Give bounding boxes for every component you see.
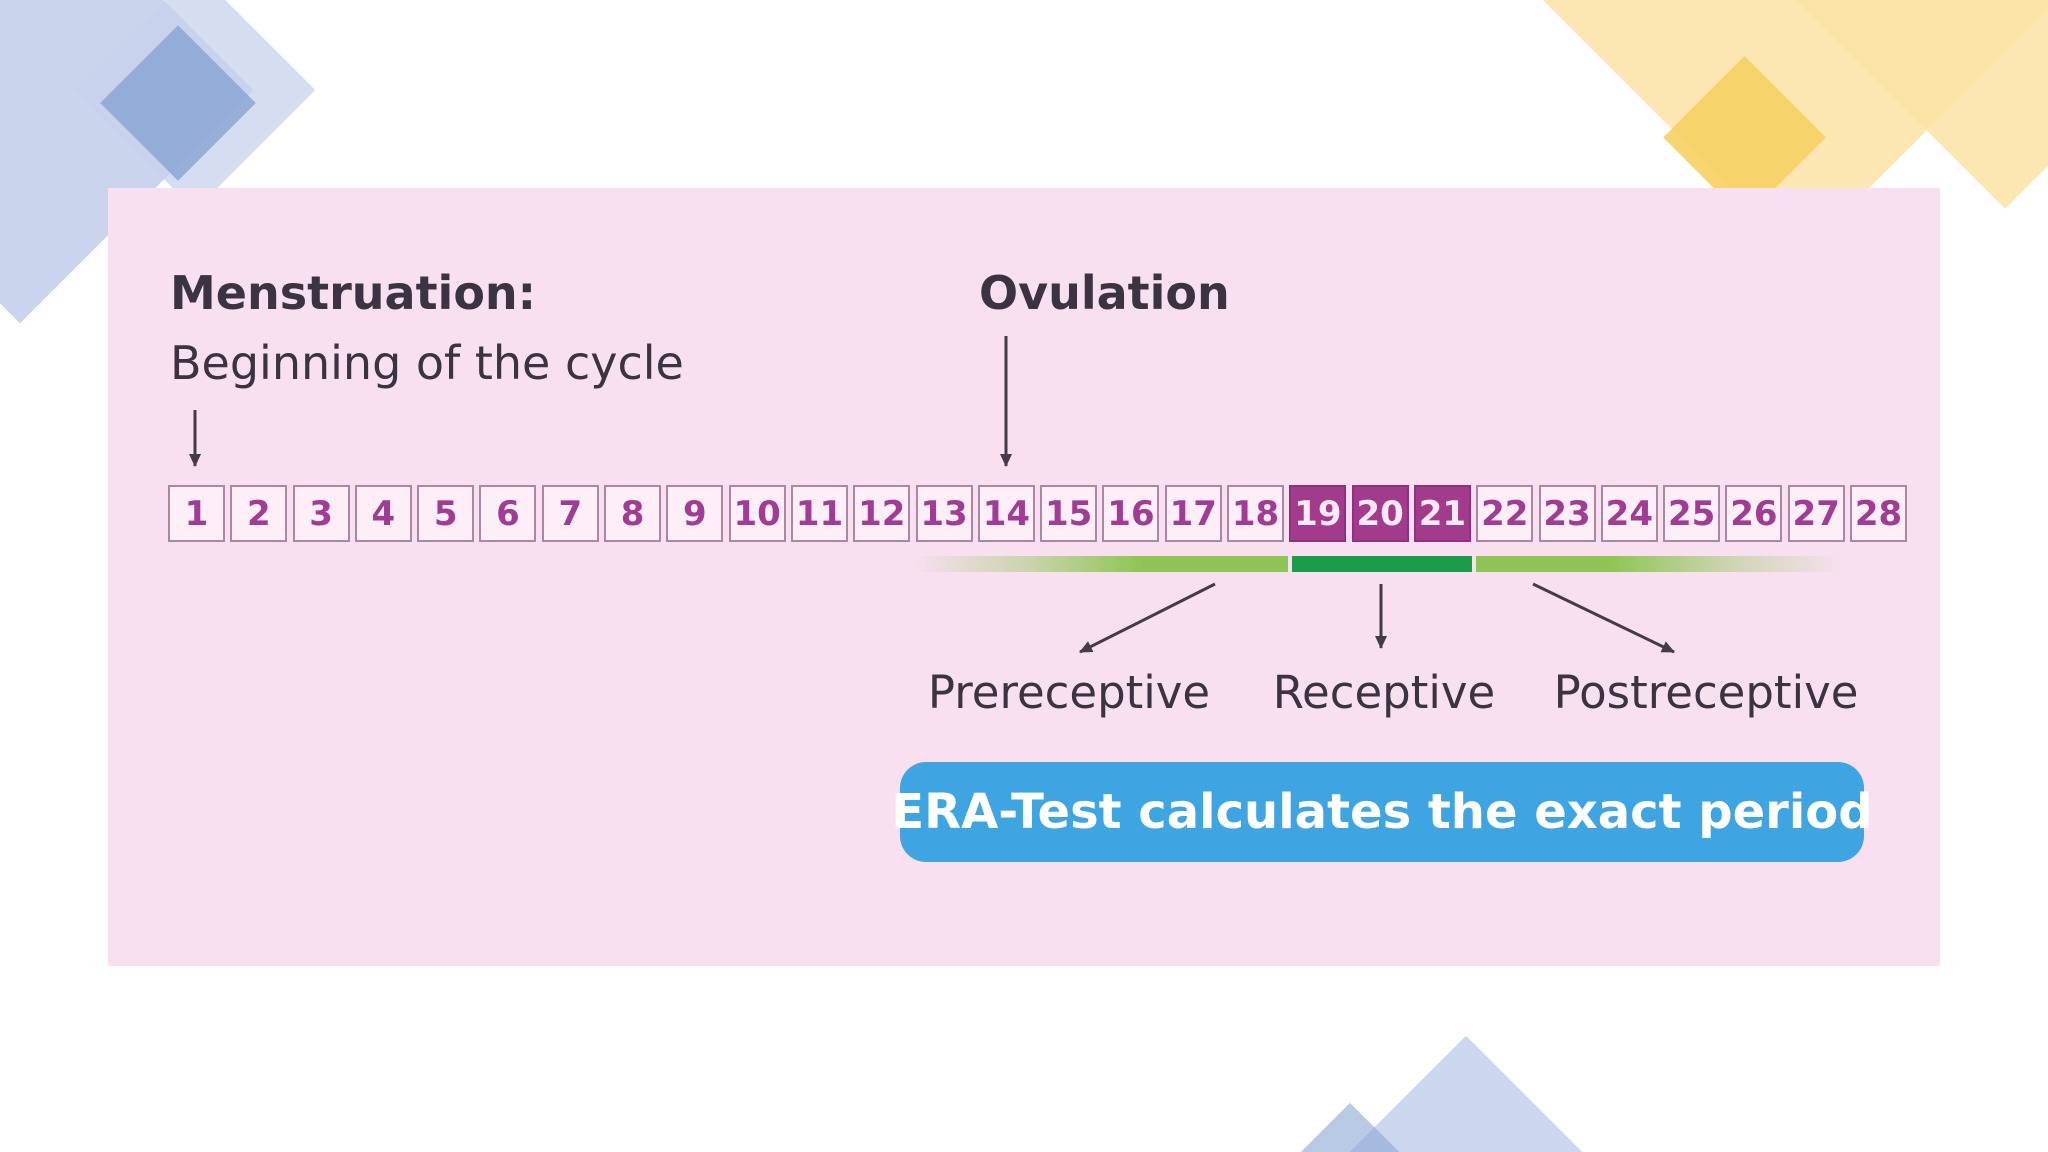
day-cell-25: 25: [1663, 485, 1721, 542]
day-cell-13: 13: [915, 485, 973, 542]
decor-diamond-bottom-large: [1239, 1035, 1693, 1152]
day-cell-20: 20: [1351, 485, 1409, 542]
day-cell-2: 2: [230, 485, 288, 542]
day-cell-7: 7: [541, 485, 599, 542]
day-cell-14: 14: [977, 485, 1035, 542]
day-cell-27: 27: [1787, 485, 1845, 542]
day-cell-18: 18: [1227, 485, 1285, 542]
menstruation-title-block: Menstruation: Beginning of the cycle: [170, 258, 684, 398]
day-cell-17: 17: [1164, 485, 1222, 542]
era-test-cta-button[interactable]: ERA-Test calculates the exact period: [891, 762, 1873, 862]
prereceptive-bar-segment: [912, 556, 1288, 572]
day-cell-12: 12: [853, 485, 911, 542]
day-cell-22: 22: [1476, 485, 1534, 542]
prereceptive-label: Prereceptive: [927, 666, 1211, 719]
day-cell-28: 28: [1850, 485, 1908, 542]
postreceptive-label: Postreceptive: [1553, 666, 1859, 719]
menstruation-subtitle: Beginning of the cycle: [170, 336, 684, 390]
day-cell-3: 3: [292, 485, 350, 542]
receptive-label: Receptive: [1272, 666, 1496, 719]
day-cell-5: 5: [417, 485, 475, 542]
day-cell-21: 21: [1413, 485, 1471, 542]
day-cell-26: 26: [1725, 485, 1783, 542]
receptive-bar-segment: [1292, 556, 1472, 572]
postreceptive-bar-segment: [1476, 556, 1846, 572]
day-cell-4: 4: [354, 485, 412, 542]
day-cell-15: 15: [1040, 485, 1098, 542]
day-cell-11: 11: [790, 485, 848, 542]
day-cell-6: 6: [479, 485, 537, 542]
day-cell-10: 10: [728, 485, 786, 542]
menstruation-title: Menstruation:: [170, 266, 537, 320]
day-cell-1: 1: [168, 485, 225, 542]
day-cell-19: 19: [1289, 485, 1347, 542]
day-cell-8: 8: [604, 485, 662, 542]
day-cell-23: 23: [1538, 485, 1596, 542]
day-cell-9: 9: [666, 485, 724, 542]
day-cell-24: 24: [1600, 485, 1658, 542]
ovulation-label: Ovulation: [979, 266, 1230, 320]
day-cell-16: 16: [1102, 485, 1160, 542]
